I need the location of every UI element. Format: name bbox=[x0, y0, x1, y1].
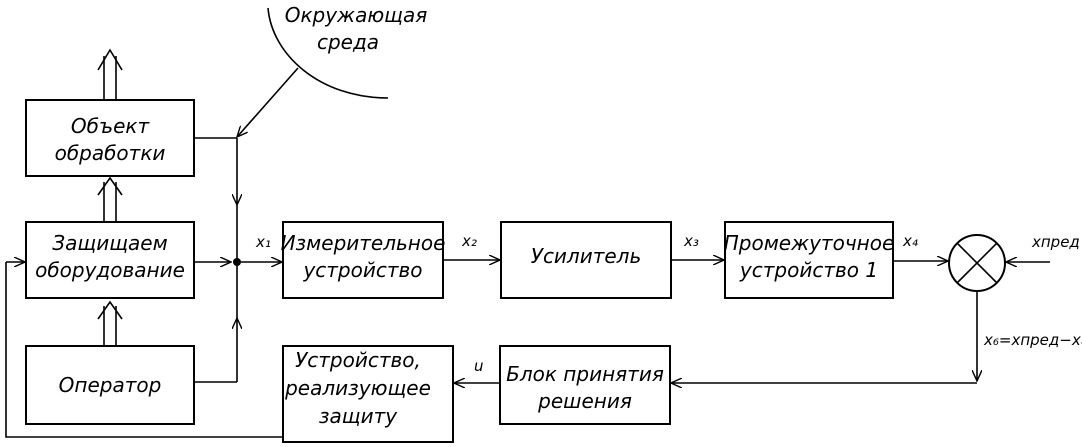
equipment-label-line1: Защищаем bbox=[52, 231, 167, 255]
environment-arc bbox=[267, 7, 389, 99]
protection-label-line2: реализующее bbox=[284, 376, 431, 400]
x4-label: x₄ bbox=[902, 232, 918, 250]
amplifier-label: Усилитель bbox=[531, 244, 642, 268]
equipment-block bbox=[25, 221, 195, 299]
x6-label: x₆=xпред−x₄ bbox=[983, 331, 1082, 349]
equipment-label-line2: оборудование bbox=[35, 258, 185, 282]
environment-label-line1: Окружающая bbox=[285, 3, 428, 27]
object-label-line1: Объект bbox=[71, 114, 151, 138]
environment-arrow bbox=[237, 67, 299, 137]
object-label-line2: обработки bbox=[55, 141, 166, 165]
decision-label-line1: Блок принятия bbox=[506, 362, 664, 386]
u-label: u bbox=[474, 357, 484, 375]
operator-block bbox=[25, 345, 195, 425]
equipment-to-object-double-arrow bbox=[97, 176, 123, 222]
comparator-icon bbox=[948, 234, 1006, 292]
object-output-double-arrow bbox=[97, 48, 123, 100]
environment-label-line2: среда bbox=[317, 30, 379, 54]
x1-label: x₁ bbox=[255, 233, 271, 251]
measuring-label-line1: Измерительное bbox=[281, 231, 446, 255]
protection-device-block bbox=[282, 345, 454, 443]
decision-label-line2: решения bbox=[537, 389, 632, 413]
intermediate-label-line2: устройство 1 bbox=[739, 258, 878, 282]
junction-node bbox=[233, 258, 241, 266]
x-pred-label: xпред bbox=[1031, 233, 1080, 251]
protection-label-line3: защиту bbox=[319, 404, 398, 428]
x3-label: x₃ bbox=[683, 232, 699, 250]
intermediate-label-line1: Промежуточное bbox=[724, 231, 895, 255]
x2-label: x₂ bbox=[461, 232, 477, 250]
measuring-label-line2: устройство bbox=[302, 258, 422, 282]
intermediate-device-block bbox=[724, 221, 894, 299]
protection-label-line1: Устройство, bbox=[295, 348, 421, 372]
operator-to-equipment-double-arrow bbox=[97, 300, 123, 346]
protection-feedback-line bbox=[5, 262, 283, 438]
operator-label: Оператор bbox=[59, 373, 162, 397]
